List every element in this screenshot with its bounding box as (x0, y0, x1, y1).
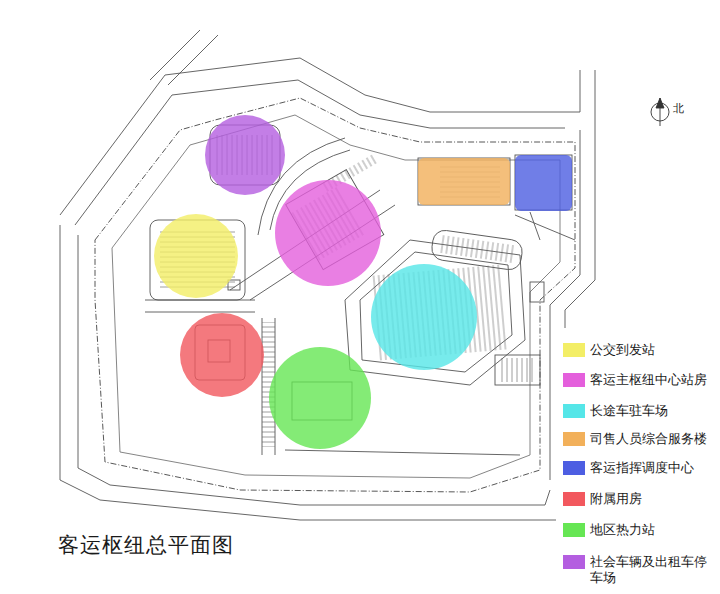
legend-swatch (563, 523, 585, 537)
legend-label: 附属用房 (590, 491, 712, 507)
legend-swatch (563, 492, 585, 506)
legend-label: 社会车辆及出租车停车场 (590, 554, 712, 586)
legend-swatch (563, 461, 585, 475)
legend-swatch (563, 373, 585, 387)
legend-label: 客运主枢纽中心站房 (590, 372, 712, 388)
legend-label: 公交到发站 (590, 342, 712, 358)
legend-swatch (563, 404, 585, 418)
legend-label: 客运指挥调度中心 (590, 460, 712, 476)
legend-swatch (563, 555, 585, 569)
legend-label: 司售人员综合服务楼 (590, 431, 712, 447)
north-label: 北 (672, 101, 685, 116)
legend-swatch (563, 432, 585, 446)
legend-swatch (563, 343, 585, 357)
legend-label: 地区热力站 (590, 522, 712, 538)
legend-label: 长途车驻车场 (590, 403, 712, 419)
map-title: 客运枢纽总平面图 (58, 531, 234, 559)
